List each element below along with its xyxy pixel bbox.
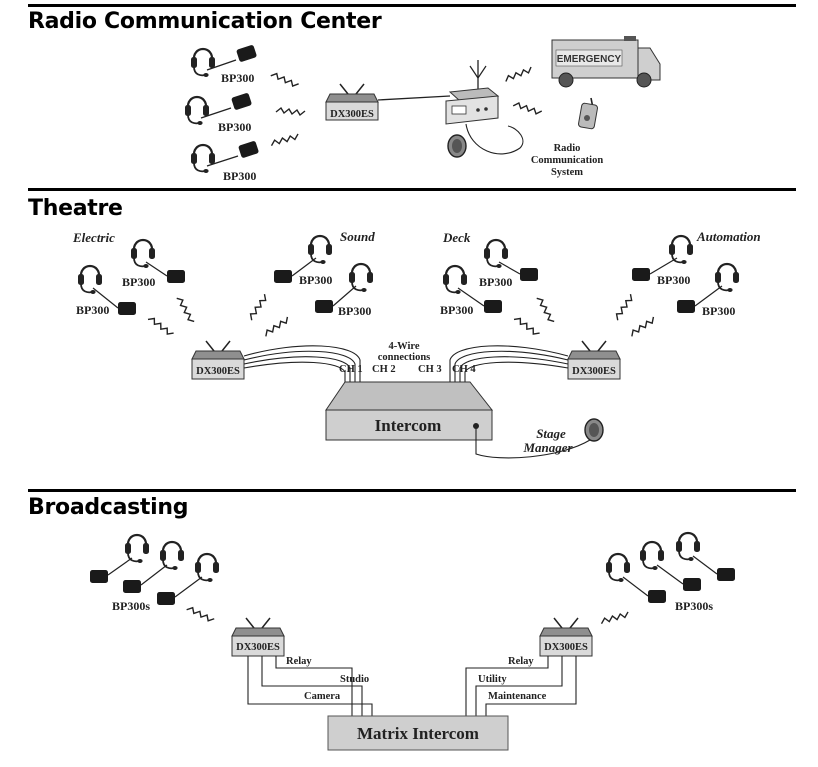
- label-bp300: BP300: [218, 120, 251, 134]
- label-bp300: BP300: [221, 71, 254, 85]
- section-rule-broadcasting: [28, 489, 796, 492]
- dx300es-base-station-left: DX300ES: [231, 617, 285, 657]
- label-dx300es: DX300ES: [330, 109, 374, 120]
- stage-manager-mic-icon: [584, 418, 604, 442]
- label-bp300: BP300: [440, 303, 473, 317]
- beltpack-group-right: BP300s: [604, 531, 735, 613]
- label-ch1: CH 1: [339, 364, 363, 375]
- label-bp300: BP300: [338, 304, 371, 318]
- beltpack-headset-sound-1: BP300: [274, 234, 334, 287]
- dx300es-base-station-right: DX300ES: [567, 340, 621, 380]
- intercom-unit: Intercom: [325, 381, 494, 441]
- wireless-signal-icon: [247, 292, 269, 323]
- wireless-signal-icon: [184, 605, 216, 624]
- matrix-intercom-unit: Matrix Intercom: [327, 715, 509, 751]
- label-dx300es: DX300ES: [544, 642, 588, 653]
- label-deck: Deck: [442, 230, 471, 245]
- beltpack-headset-electric-1: BP300: [122, 238, 185, 289]
- label-ch4: CH 4: [452, 364, 476, 375]
- heading-theatre: Theatre: [28, 196, 123, 221]
- wireless-signal-icon: [511, 315, 542, 338]
- label-utility: Utility: [478, 674, 507, 685]
- section-rule-theatre: [28, 188, 796, 191]
- label-bp300: BP300: [657, 273, 690, 287]
- beltpack-headset-deck-1: BP300: [479, 238, 538, 289]
- wireless-signal-icon: [599, 608, 631, 628]
- wireless-signal-icon: [173, 295, 198, 325]
- label-communication: Communication: [531, 155, 603, 166]
- label-maintenance: Maintenance: [488, 691, 547, 702]
- cables-left: [247, 656, 373, 716]
- beltpack-headset-2: BP300: [183, 92, 253, 134]
- beltpack-headset-electric-2: BP300: [76, 264, 136, 317]
- theatre-section: Electric Sound Deck Automation BP300 BP3…: [72, 229, 761, 459]
- handheld-radio-icon: [578, 97, 598, 130]
- section-rule-radio: [28, 4, 796, 7]
- label-4-wire: 4-Wire: [388, 341, 419, 352]
- wireless-signal-icon: [269, 130, 301, 150]
- label-ch3: CH 3: [418, 364, 442, 375]
- label-dx300es: DX300ES: [572, 366, 616, 377]
- radio-communication-system-label: Radio Communication System: [531, 143, 603, 178]
- beltpack-headset-automation-2: BP300: [677, 262, 741, 318]
- label-stage: Stage: [536, 426, 566, 441]
- beltpack-headset-3: BP300: [189, 140, 260, 183]
- label-relay: Relay: [286, 656, 312, 667]
- beltpack-headset-1: BP300: [189, 44, 258, 85]
- label-electric: Electric: [72, 230, 115, 245]
- four-wire-cables: [243, 345, 569, 390]
- label-sound: Sound: [340, 229, 375, 244]
- label-matrix-intercom: Matrix Intercom: [357, 724, 479, 743]
- heading-radio-communication-center: Radio Communication Center: [28, 9, 382, 34]
- label-bp300: BP300: [223, 169, 256, 183]
- label-bp300: BP300: [479, 275, 512, 289]
- label-system: System: [551, 167, 583, 178]
- label-dx300es: DX300ES: [236, 642, 280, 653]
- wireless-signal-icon: [145, 315, 176, 338]
- beltpack-group-left: BP300s: [90, 533, 221, 613]
- handheld-mic-icon: [447, 134, 467, 158]
- label-intercom: Intercom: [375, 416, 442, 435]
- emergency-truck-icon: EMERGENCY: [551, 36, 661, 88]
- radio-base-unit: [445, 60, 524, 155]
- wireless-signal-icon: [275, 107, 306, 116]
- label-bp300: BP300: [299, 273, 332, 287]
- label-camera: Camera: [304, 691, 341, 702]
- label-connections: connections: [378, 352, 431, 363]
- wireless-signal-icon: [269, 71, 301, 89]
- wireless-signal-icon: [613, 292, 635, 323]
- label-bp300: BP300: [122, 275, 155, 289]
- label-radio: Radio: [554, 143, 581, 154]
- radio-section: BP300 BP300 BP300 DX300ES: [183, 36, 661, 183]
- beltpack-headset-deck-2: BP300: [440, 264, 502, 317]
- heading-broadcasting: Broadcasting: [28, 495, 189, 520]
- wireless-signal-icon: [511, 101, 544, 116]
- dx300es-base-station-left: DX300ES: [191, 340, 245, 380]
- wireless-signal-icon: [503, 63, 534, 85]
- label-bp300s: BP300s: [112, 599, 150, 613]
- dx300es-base-station: DX300ES: [325, 83, 379, 121]
- wireless-signal-icon: [628, 313, 657, 340]
- label-ch2: CH 2: [372, 364, 396, 375]
- label-bp300: BP300: [702, 304, 735, 318]
- label-relay: Relay: [508, 656, 534, 667]
- beltpack-headset-automation-1: BP300: [632, 234, 695, 287]
- label-bp300: BP300: [76, 303, 109, 317]
- label-automation: Automation: [696, 229, 761, 244]
- label-studio: Studio: [340, 674, 369, 685]
- label-dx300es: DX300ES: [196, 366, 240, 377]
- label-manager: Manager: [522, 440, 573, 455]
- dx300es-base-station-right: DX300ES: [539, 617, 593, 657]
- label-bp300s: BP300s: [675, 599, 713, 613]
- broadcasting-section: BP300s DX300ES Relay Studio Camera: [90, 531, 735, 751]
- label-emergency: EMERGENCY: [557, 54, 622, 65]
- wireless-signal-icon: [533, 295, 558, 325]
- wireless-signal-icon: [262, 313, 291, 340]
- cables-right: [465, 656, 577, 716]
- beltpack-headset-sound-2: BP300: [315, 262, 375, 318]
